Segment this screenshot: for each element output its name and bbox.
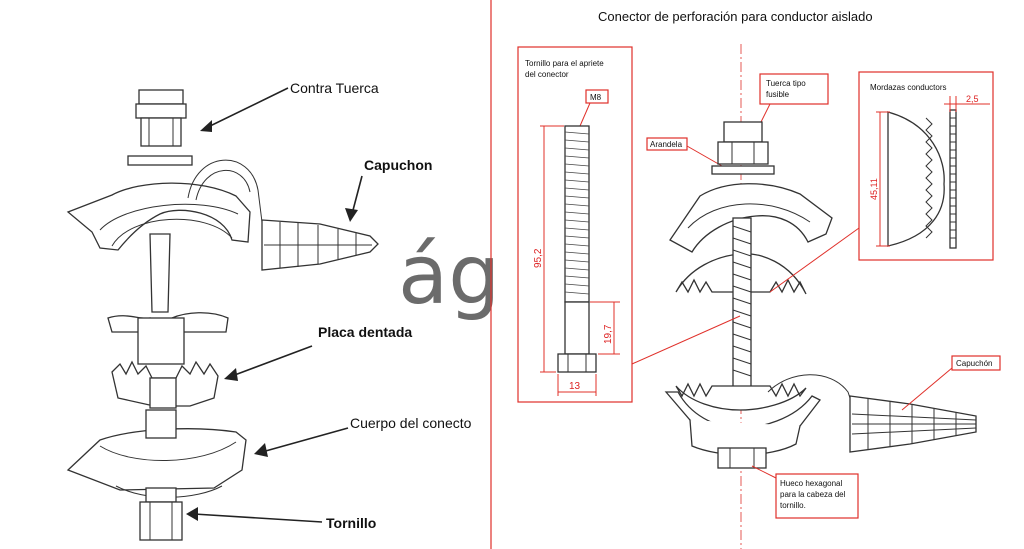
cuerpo-arrowhead bbox=[254, 443, 268, 457]
counter-nut-part bbox=[135, 89, 187, 147]
mordazas-title: Mordazas conductors bbox=[870, 83, 946, 92]
placa-dentada-arrow bbox=[231, 345, 313, 377]
capuchon-arrowhead bbox=[345, 208, 358, 222]
tuerca-fusible-line-1: Tuerca tipo bbox=[766, 79, 806, 88]
bolt-box-title-2: del conector bbox=[525, 70, 569, 79]
hueco-line-3: tornillo. bbox=[780, 501, 806, 510]
dim-mordaza-height: 45,11 bbox=[869, 178, 879, 200]
placa-dentada-arrowhead bbox=[224, 368, 238, 381]
central-stem-part bbox=[107, 233, 229, 365]
dim-width: 13 bbox=[569, 381, 581, 392]
assembled-connector bbox=[664, 121, 853, 469]
dim-length: 95,2 bbox=[533, 248, 544, 268]
exploded-view: ág bbox=[66, 80, 500, 541]
bolt-part bbox=[139, 487, 183, 541]
capuchon-part bbox=[261, 219, 379, 271]
capuchon-arrow bbox=[351, 175, 363, 215]
bolt-detail-box: Tornillo para el apriete del conector M8 bbox=[517, 46, 633, 403]
label-placa-dentada: Placa dentada bbox=[318, 324, 412, 340]
upper-jaw-part bbox=[66, 159, 263, 251]
bolt-box-title-1: Tornillo para el apriete bbox=[525, 59, 604, 68]
drawing-title: Conector de perforación para conductor a… bbox=[598, 9, 873, 24]
dim-mordaza-width: 2,5 bbox=[966, 94, 979, 104]
hueco-line-2: para la cabeza del bbox=[780, 490, 846, 499]
tornillo-arrow bbox=[193, 513, 323, 523]
hueco-callout: Hueco hexagonal para la cabeza del torni… bbox=[751, 465, 859, 519]
dim-head: 19,7 bbox=[603, 324, 614, 344]
connector-body-part bbox=[66, 409, 247, 498]
washer-part bbox=[127, 155, 193, 166]
label-capuchon: Capuchon bbox=[364, 157, 432, 173]
hueco-line-1: Hueco hexagonal bbox=[780, 479, 842, 488]
toothed-plate-part bbox=[111, 360, 219, 409]
capuchon-label: Capuchón bbox=[956, 359, 992, 368]
tuerca-fusible-line-2: fusible bbox=[766, 90, 790, 99]
bolt-box-leader bbox=[631, 315, 741, 365]
mordazas-detail-box: Mordazas conductors 45,11 2,5 bbox=[858, 71, 994, 261]
arandela-label: Arandela bbox=[650, 140, 683, 149]
cuerpo-arrow bbox=[261, 427, 349, 453]
label-contra-tuerca: Contra Tuerca bbox=[290, 80, 379, 96]
mordazas-leader bbox=[769, 227, 860, 293]
capuchon-drawing bbox=[849, 395, 977, 453]
arandela-callout: Arandela bbox=[646, 137, 723, 167]
tornillo-arrowhead bbox=[186, 507, 198, 521]
label-cuerpo: Cuerpo del conecto bbox=[350, 415, 472, 431]
watermark-text: ág bbox=[398, 228, 500, 323]
contra-tuerca-arrow bbox=[205, 87, 289, 129]
contra-tuerca-arrowhead bbox=[200, 120, 212, 132]
thread-label-m8: M8 bbox=[590, 93, 602, 102]
tuerca-fusible-callout: Tuerca tipo fusible bbox=[757, 73, 829, 129]
capuchon-callout: Capuchón bbox=[901, 355, 1001, 411]
label-tornillo: Tornillo bbox=[326, 515, 376, 531]
technical-drawing: Conector de perforación para conductor a… bbox=[517, 9, 1001, 549]
